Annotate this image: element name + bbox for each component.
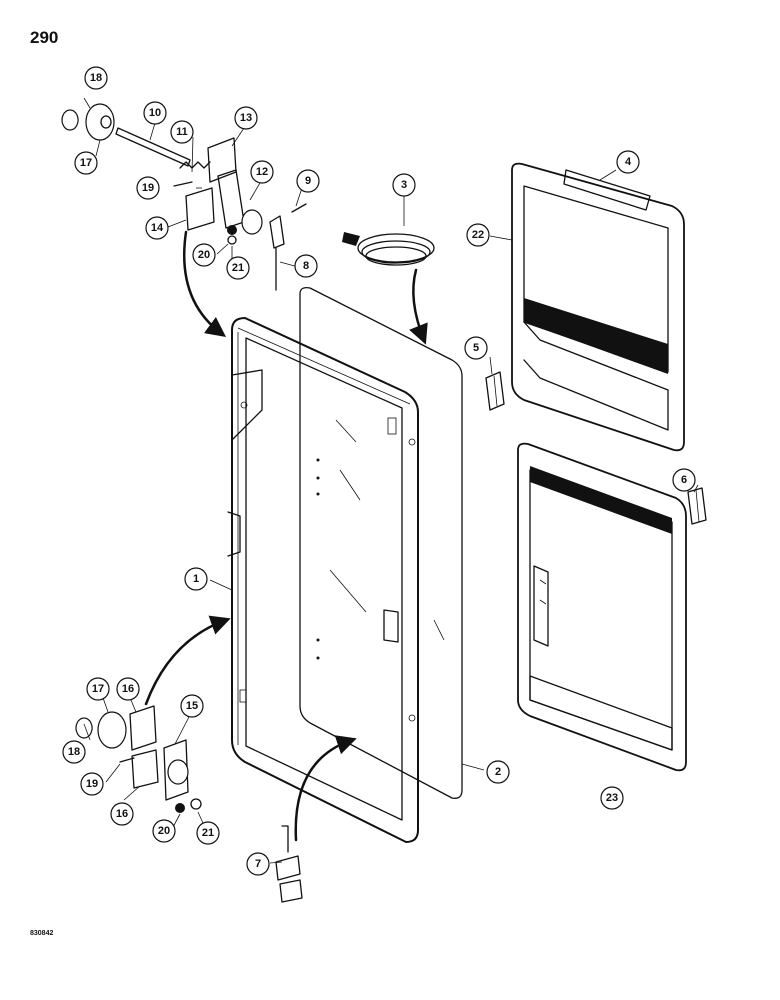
svg-text:23: 23: [606, 792, 618, 804]
callout-13: 13: [234, 106, 258, 130]
svg-text:16: 16: [116, 808, 128, 820]
callout-22: 22: [466, 223, 490, 247]
callout-10: 10: [143, 101, 167, 125]
callout-9: 9: [296, 169, 320, 193]
assembly-arrows: [144, 230, 428, 842]
svg-text:18: 18: [90, 72, 102, 84]
svg-text:20: 20: [198, 249, 210, 261]
door-frame: [227, 317, 419, 843]
svg-text:13: 13: [240, 112, 252, 124]
callout-2: 2: [486, 760, 510, 784]
callout-1: 1: [184, 567, 208, 591]
callout-17a: 17: [86, 677, 110, 701]
seal-coil: [342, 232, 435, 266]
callout-14: 14: [145, 216, 169, 240]
lower-sliding-window: [517, 442, 687, 772]
svg-text:8: 8: [303, 260, 309, 272]
svg-text:7: 7: [255, 858, 261, 870]
callout-17b: 17: [74, 151, 98, 175]
callout-16b: 16: [110, 802, 134, 826]
svg-text:1: 1: [193, 573, 199, 585]
callout-7: 7: [246, 852, 270, 876]
figure-id: 830842: [30, 930, 54, 937]
callout-21a: 21: [226, 256, 250, 280]
callout-12: 12: [250, 160, 274, 184]
callout-15: 15: [180, 694, 204, 718]
callout-4: 4: [616, 150, 640, 174]
svg-text:18: 18: [68, 746, 80, 758]
svg-text:4: 4: [625, 156, 632, 168]
svg-text:5: 5: [473, 342, 479, 354]
leader-lines: [83, 97, 699, 864]
callout-19a: 19: [136, 176, 160, 200]
callout-11: 11: [170, 120, 194, 144]
svg-text:19: 19: [86, 778, 98, 790]
callout-19b: 19: [80, 772, 104, 796]
callout-6: 6: [672, 468, 696, 492]
glass-panel: [299, 286, 463, 799]
svg-text:9: 9: [305, 175, 311, 187]
svg-text:19: 19: [142, 182, 154, 194]
callout-8: 8: [294, 254, 318, 278]
callout-5: 5: [464, 336, 488, 360]
callout-21b: 21: [196, 821, 220, 845]
latch-5: [485, 371, 505, 411]
svg-text:21: 21: [232, 262, 244, 274]
door-stop: [275, 825, 303, 903]
svg-text:17: 17: [80, 157, 92, 169]
svg-text:12: 12: [256, 166, 268, 178]
callout-18a: 18: [84, 66, 108, 90]
callout-18b: 18: [62, 740, 86, 764]
svg-text:20: 20: [158, 825, 170, 837]
callout-20a: 20: [192, 243, 216, 267]
upper-hinge-assembly: [61, 103, 307, 291]
callout-23: 23: [600, 786, 624, 810]
svg-text:10: 10: [149, 107, 161, 119]
svg-text:14: 14: [151, 222, 164, 234]
svg-text:11: 11: [176, 126, 188, 138]
svg-text:22: 22: [472, 229, 484, 241]
callout-20b: 20: [152, 819, 176, 843]
svg-text:21: 21: [202, 827, 214, 839]
callout-16a: 16: [116, 677, 140, 701]
svg-text:6: 6: [681, 474, 687, 486]
svg-text:16: 16: [122, 683, 134, 695]
svg-text:15: 15: [186, 700, 198, 712]
svg-text:3: 3: [401, 179, 407, 191]
callouts: 1 2 3 4 5 6 7 8 9 10 11 12 13 14 15 16 1…: [62, 66, 696, 876]
svg-text:2: 2: [495, 766, 501, 778]
upper-sliding-window: [511, 162, 685, 452]
lower-hinge-assembly: [75, 705, 202, 813]
svg-text:17: 17: [92, 683, 104, 695]
latch-6: [687, 487, 707, 525]
page-number: 290: [30, 28, 59, 47]
callout-3: 3: [392, 173, 416, 197]
